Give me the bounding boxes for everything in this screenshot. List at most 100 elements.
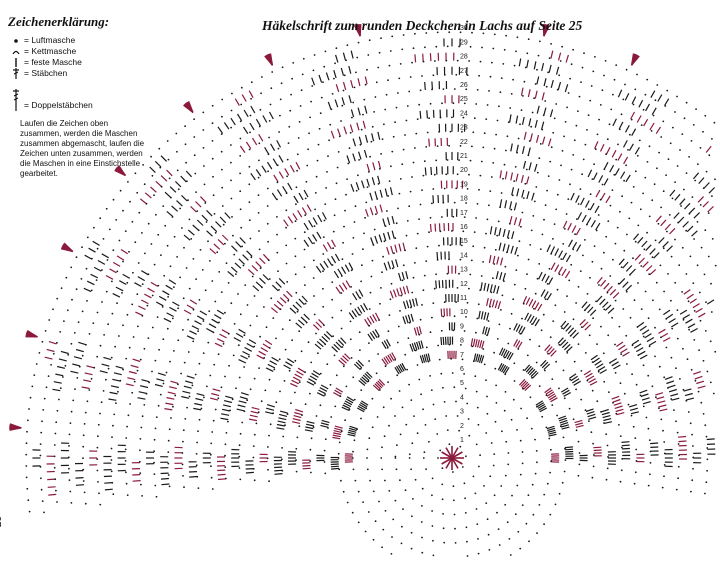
center-stitch	[451, 447, 459, 459]
chain-stitch-dot	[126, 494, 129, 496]
round-number: 27	[460, 68, 468, 75]
stitch-mark	[598, 175, 604, 183]
stitch-mark	[511, 187, 515, 196]
chain-stitch-dot	[248, 183, 251, 186]
chain-stitch-dot	[233, 323, 236, 325]
stitch-mark	[394, 244, 398, 253]
stitch-mark	[234, 98, 240, 106]
stitch-mark	[693, 212, 701, 219]
stitch-mark	[335, 286, 341, 294]
stitch-mark	[251, 265, 259, 272]
stitch-mark	[320, 422, 329, 426]
chain-stitch-dot	[474, 492, 477, 495]
chain-stitch-dot	[650, 130, 653, 132]
chain-stitch-dot	[595, 229, 598, 232]
chain-stitch-dot	[287, 142, 290, 145]
chain-stitch-dot	[315, 415, 318, 417]
stitch-mark	[333, 432, 342, 436]
stitch-mark	[311, 372, 319, 378]
stitch-mark	[663, 309, 671, 316]
chain-stitch-dot	[569, 183, 571, 186]
chain-stitch-dot	[683, 188, 685, 191]
stitch-mark	[678, 440, 687, 443]
chain-stitch-dot	[488, 90, 490, 92]
chain-stitch-dot	[421, 189, 423, 192]
chain-stitch-dot	[411, 176, 413, 178]
chain-stitch-dot	[381, 446, 383, 449]
stitch-mark	[563, 343, 571, 351]
chain-stitch-dot	[414, 147, 416, 149]
stitch-mark	[127, 377, 136, 381]
chain-stitch-dot	[424, 46, 426, 49]
stitch-mark	[513, 202, 517, 211]
chain-stitch-dot	[231, 92, 233, 95]
stitch-mark	[523, 383, 530, 390]
chain-stitch-dot	[432, 554, 435, 557]
chain-stitch-dot	[549, 336, 552, 339]
stitch-mark	[333, 343, 341, 351]
chain-stitch-dot	[203, 165, 205, 167]
chain-stitch-dot	[588, 420, 590, 422]
stitch-mark	[139, 198, 147, 205]
stitch-mark	[518, 58, 522, 67]
chain-stitch-dot	[350, 269, 353, 272]
chain-stitch-dot	[388, 424, 390, 427]
stitch-mark	[444, 336, 447, 345]
chain-stitch-dot	[448, 144, 450, 147]
chain-stitch-dot	[412, 276, 415, 279]
stitch-mark	[565, 254, 571, 263]
stitch-mark	[278, 171, 284, 179]
chain-stitch-dot	[560, 258, 563, 260]
chain-stitch-dot	[267, 170, 269, 173]
chain-stitch-dot	[460, 244, 463, 247]
stitch-mark	[297, 210, 303, 218]
stitch-mark	[523, 160, 527, 169]
stitch-mark	[575, 422, 584, 426]
chain-stitch-dot	[396, 341, 399, 344]
stitch-mark	[374, 329, 380, 337]
chain-stitch-dot	[370, 140, 373, 143]
chain-stitch-dot	[534, 83, 537, 85]
chain-stitch-dot	[539, 40, 541, 43]
stitch-mark	[372, 314, 378, 322]
stitch-mark	[333, 70, 337, 79]
chain-stitch-dot	[173, 235, 176, 238]
chain-stitch-dot	[471, 31, 473, 34]
stitch-mark	[670, 393, 679, 397]
stitch-mark	[504, 366, 510, 375]
stitch-mark	[112, 378, 121, 382]
chain-stitch-dot	[483, 132, 486, 135]
stitch-mark	[570, 329, 577, 337]
chain-stitch-dot	[635, 448, 638, 451]
chain-stitch-dot	[145, 202, 148, 205]
chain-stitch-dot	[548, 437, 551, 440]
chain-stitch-dot	[375, 213, 377, 216]
stitch-mark	[583, 370, 592, 376]
chain-stitch-dot	[463, 373, 465, 375]
chain-stitch-dot	[99, 217, 102, 220]
stitch-mark	[613, 402, 622, 406]
chain-stitch-dot	[279, 308, 282, 311]
chain-stitch-dot	[197, 430, 199, 432]
chain-stitch-dot	[276, 181, 279, 184]
stitch-mark	[141, 379, 150, 383]
chain-stitch-dot	[281, 328, 284, 330]
stitch-mark	[488, 298, 492, 307]
stitch-mark	[656, 396, 665, 400]
chain-stitch-dot	[217, 353, 220, 356]
chain-stitch-dot	[510, 93, 513, 95]
stitch-mark	[320, 424, 329, 428]
stitch-mark	[340, 357, 347, 364]
chain-stitch-dot	[313, 313, 316, 316]
stitch-mark	[506, 229, 510, 239]
chain-stitch-dot	[406, 105, 409, 107]
stitch-mark	[429, 223, 432, 233]
stitch-mark	[688, 207, 696, 215]
stitch-mark	[566, 346, 573, 353]
stitch-mark	[302, 467, 311, 470]
chain-stitch-dot	[410, 306, 412, 309]
chain-stitch-dot	[323, 65, 326, 68]
chain-stitch-dot	[506, 135, 509, 138]
chain-stitch-dot	[276, 198, 278, 201]
stitch-mark	[369, 332, 376, 340]
